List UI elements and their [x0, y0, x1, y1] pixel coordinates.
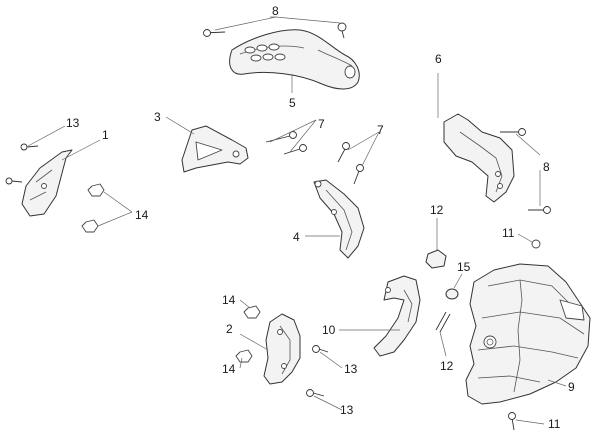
callout-6: 6 [435, 52, 442, 66]
part-12-clip[interactable] [425, 249, 447, 269]
bolt-13-left[interactable] [20, 143, 39, 151]
callout-11-top: 11 [502, 226, 515, 240]
callout-1: 1 [102, 128, 109, 142]
nut-14-lower[interactable] [235, 349, 253, 363]
bolt-11-bottom[interactable] [508, 412, 516, 431]
part-9-engine-cover[interactable] [465, 263, 591, 405]
bolt-13-bottom[interactable] [306, 389, 325, 397]
callout-4: 4 [293, 230, 300, 244]
bolt-7-upper[interactable] [265, 131, 297, 143]
part-3-guard[interactable] [181, 125, 249, 173]
bolt-13-mid[interactable] [312, 345, 329, 353]
callout-12-bottom: 12 [440, 359, 454, 373]
nut-14-upper-left[interactable] [87, 183, 105, 197]
callout-13-bottom: 13 [340, 403, 354, 417]
nut-14-lower-left[interactable] [81, 219, 99, 233]
part-15-plug[interactable] [445, 288, 459, 300]
bolt-7-lower[interactable] [283, 144, 307, 155]
bolt-8-top-left[interactable] [203, 29, 226, 37]
part-4-side-cover[interactable] [313, 179, 365, 259]
bolt-8-right-upper[interactable] [500, 128, 526, 136]
part-11-upper-fastener[interactable] [531, 239, 541, 249]
callout-9: 9 [568, 380, 575, 394]
bolt-8-top-right[interactable] [337, 22, 347, 39]
part-1-left-bracket[interactable] [21, 149, 73, 217]
callout-14-lower: 14 [222, 362, 236, 376]
callout-13-mid: 13 [344, 362, 358, 376]
callout-8-top: 8 [272, 4, 279, 18]
nut-14-upper[interactable] [243, 305, 261, 319]
callout-14-left: 14 [135, 208, 149, 222]
bolt-8-right-lower[interactable] [528, 206, 551, 214]
callout-13-left: 13 [66, 116, 80, 130]
callout-5: 5 [289, 96, 296, 110]
callout-11-bottom: 11 [548, 417, 561, 431]
part-5-upper-cover[interactable] [229, 29, 360, 90]
callout-2: 2 [226, 322, 233, 336]
callout-10: 10 [322, 323, 336, 337]
callout-8-right: 8 [543, 160, 550, 174]
leader-lines [27, 16, 567, 425]
callout-7-right: 7 [377, 123, 384, 137]
callout-labels: 8 5 3 7 7 13 1 14 4 6 8 12 11 15 10 12 9… [66, 4, 575, 431]
bolt-7-right-a[interactable] [337, 142, 350, 163]
callout-14-upper: 14 [222, 293, 236, 307]
callout-3: 3 [154, 110, 161, 124]
bolt-7-right-b[interactable] [353, 164, 364, 185]
callout-15: 15 [457, 260, 471, 274]
callout-12-top: 12 [430, 203, 444, 217]
part-12-pin[interactable] [435, 311, 451, 333]
callout-7-left: 7 [318, 117, 325, 131]
part-6-right-cover[interactable] [443, 113, 515, 203]
part-2-lower-bracket[interactable] [263, 313, 301, 385]
bolt-left-lower[interactable] [5, 177, 23, 185]
part-10-lower-bracket[interactable] [373, 275, 421, 357]
